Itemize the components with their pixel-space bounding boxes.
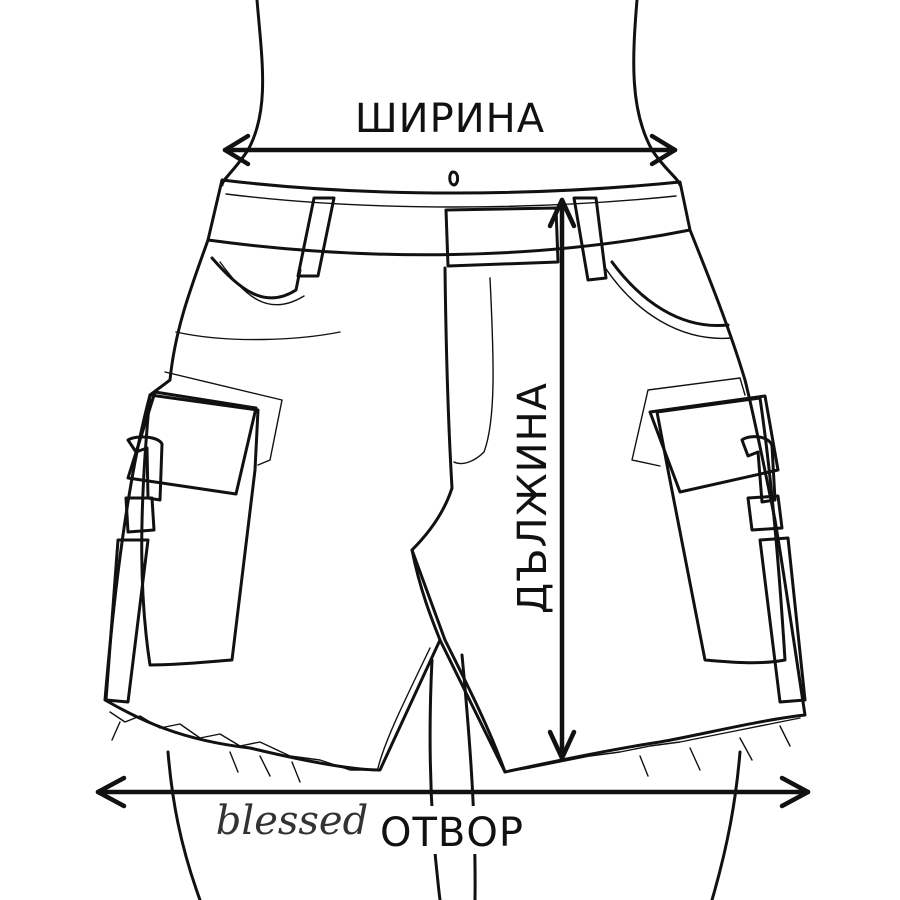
- waistband: [206, 178, 692, 282]
- opening-label-backdrop: [376, 806, 528, 854]
- right-cargo-pocket: [631, 377, 807, 704]
- opening-arrow: [95, 775, 811, 809]
- length-arrow: [547, 197, 577, 761]
- length-label: ДЪЛЖИНА: [510, 382, 556, 614]
- brand-logo: blessed: [216, 798, 368, 844]
- opening-label: ОТВОР: [380, 810, 524, 856]
- shorts-body: [103, 228, 807, 774]
- brand-backdrop: [210, 800, 380, 844]
- left-cargo-pocket: [104, 371, 283, 704]
- width-label: ШИРИНА: [355, 96, 545, 142]
- width-arrow: [222, 133, 678, 167]
- body-silhouette: [166, 0, 742, 900]
- frayed-hem: [109, 711, 801, 783]
